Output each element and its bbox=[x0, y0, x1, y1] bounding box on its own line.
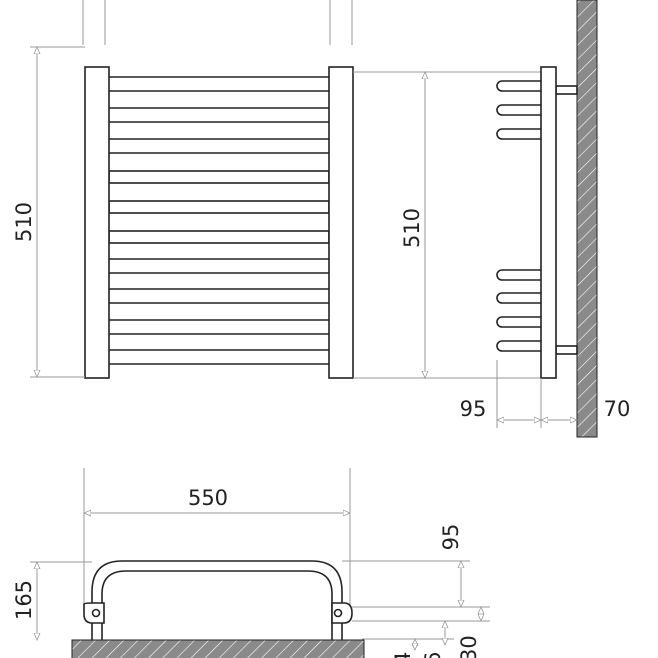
dim-6-label: 6 bbox=[421, 652, 445, 658]
side-tube bbox=[496, 292, 548, 304]
depth-label-bracket: 70 bbox=[604, 397, 631, 421]
height-dimension-center: 510 bbox=[353, 72, 545, 378]
offset-95-label: 95 bbox=[439, 524, 463, 551]
wall bbox=[576, 0, 598, 438]
round-tube bbox=[96, 319, 342, 335]
depth-label-tubes: 95 bbox=[460, 397, 487, 421]
height-165-label: 165 bbox=[12, 580, 36, 620]
width-label: 550 bbox=[188, 486, 228, 510]
height-label-left: 510 bbox=[12, 202, 36, 242]
dim-30-label: 30 bbox=[457, 635, 481, 658]
side-tube bbox=[496, 104, 548, 116]
height-dimension-left: 510 bbox=[12, 47, 85, 377]
side-tube bbox=[496, 80, 548, 92]
dim-4-label: 4 bbox=[391, 652, 415, 658]
flat-bar bbox=[108, 200, 330, 214]
top-view: 550 165 95 4 6 30 bbox=[12, 468, 490, 658]
side-tube bbox=[496, 316, 548, 328]
round-tube bbox=[96, 107, 342, 123]
round-tube bbox=[96, 76, 342, 92]
depth-dimension: 95 70 bbox=[460, 360, 631, 428]
round-tube bbox=[96, 138, 342, 154]
side-tube bbox=[496, 128, 548, 140]
side-tube bbox=[496, 340, 548, 352]
round-tube bbox=[96, 258, 342, 274]
right-post bbox=[328, 66, 354, 379]
side-view bbox=[496, 0, 598, 438]
flat-bar bbox=[108, 230, 330, 244]
side-tube bbox=[496, 269, 548, 281]
flat-bar bbox=[108, 170, 330, 184]
floor bbox=[71, 639, 365, 658]
top-width-dimension bbox=[82, 0, 353, 45]
round-tube bbox=[96, 349, 342, 365]
round-tube bbox=[96, 288, 342, 304]
left-post bbox=[84, 66, 110, 379]
front-view bbox=[84, 66, 354, 379]
height-label-center: 510 bbox=[400, 208, 424, 248]
